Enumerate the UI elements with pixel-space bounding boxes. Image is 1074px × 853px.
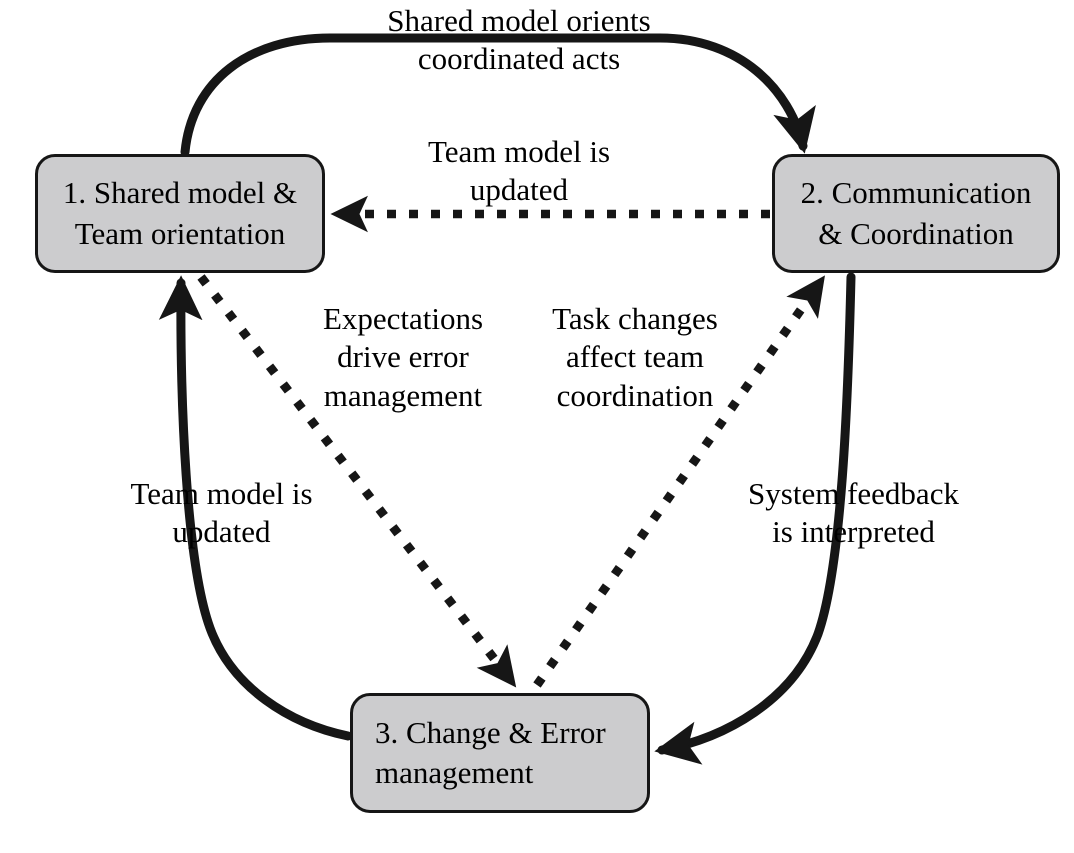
node-1-label: 1. Shared model & Team orientation [62, 175, 298, 251]
edge-label-shared-model-orients-coordinated-acts: Shared model orients coordinated acts [387, 3, 651, 77]
node-2-label: 2. Communication & Coordination [800, 175, 1032, 251]
edge-label-expectations-drive-error-management: Expectations drive error management [322, 301, 484, 413]
node-3-label: 3. Change & Error management [375, 714, 606, 790]
edge-label-team-model-is-updated-left: Team model is updated [130, 476, 313, 550]
edge-label-team-model-is-updated-horizontal: Team model is updated [427, 134, 611, 208]
node-shared-model-team-orientation[interactable]: 1. Shared model & Team orientation [35, 154, 325, 273]
connector-task-changes-affect-team-coordination [533, 275, 825, 688]
edge-label-task-changes-affect-team-coordination: Task changes affect team coordination [552, 301, 718, 413]
node-change-error-management[interactable]: 3. Change & Error management [350, 693, 650, 813]
edge-label-system-feedback-is-interpreted: System feedback is interpreted [748, 476, 959, 550]
connector-shared-model-orients-coordinated-acts [180, 33, 816, 157]
connector-expectations-drive-error-management [197, 274, 517, 688]
connector-system-feedback-is-interpreted [654, 272, 856, 765]
node-communication-coordination[interactable]: 2. Communication & Coordination [772, 154, 1060, 273]
connector-team-model-is-updated-left [158, 275, 353, 741]
